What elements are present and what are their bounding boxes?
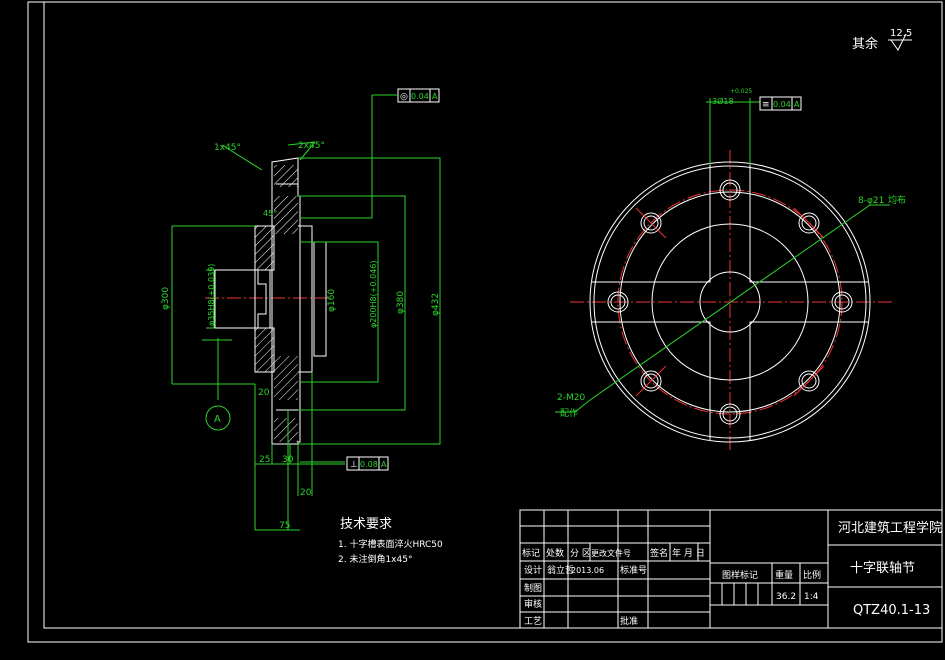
holes-top-label: 8-φ21 bbox=[858, 196, 884, 206]
hole-centerlines bbox=[635, 207, 825, 397]
section-view: A 1x45° 2x45° 45° φ300 φ35H8(+0.039) φ16… bbox=[161, 88, 441, 531]
fcf-top-tol: 0.04 bbox=[411, 92, 429, 101]
designer-name: 翁立哲 bbox=[547, 564, 574, 576]
roughness-note: 其余 12.5 bbox=[852, 28, 912, 52]
header-change-doc: 更改文件号 bbox=[591, 548, 631, 558]
drafting-label: 制图 bbox=[524, 582, 542, 594]
header-count: 处数 bbox=[546, 547, 564, 559]
holes-bottom-note: 配作 bbox=[560, 407, 578, 419]
hatch-upper bbox=[274, 196, 298, 234]
dim-75-label: 75 bbox=[279, 521, 290, 531]
scale-value: 1:4 bbox=[804, 592, 819, 602]
header-date: 年 月 日 bbox=[672, 547, 705, 559]
concentricity-icon: ◎ bbox=[400, 92, 408, 102]
front-leaders bbox=[555, 98, 890, 413]
school-name: 河北建筑工程学院 bbox=[838, 520, 942, 536]
keyway bbox=[257, 270, 267, 328]
tech-req-item-2: 2. 未注倒角1x45° bbox=[338, 553, 412, 565]
fcf-bottom-datum: A bbox=[381, 460, 387, 469]
title-block bbox=[519, 509, 943, 629]
fcf-top-datum: A bbox=[432, 92, 438, 101]
dim-pcd-label: φ380 bbox=[396, 291, 406, 314]
dim-30-label: 30 bbox=[282, 455, 294, 465]
perpendicularity-icon: ⊥ bbox=[350, 460, 358, 470]
fcf-bottom-tol: 0.08 bbox=[360, 460, 378, 469]
fcf-front: ≡ 0.04 A bbox=[759, 96, 802, 111]
header-mark: 标记 bbox=[522, 547, 540, 559]
chamfer-right-label: 2x45° bbox=[298, 141, 325, 151]
fcf-front-tol: 0.04 bbox=[773, 100, 791, 109]
tech-req-item-1: 1. 十字槽表面淬火HRC50 bbox=[338, 538, 443, 550]
holes-top-note: 均布 bbox=[888, 194, 906, 206]
inner-circle bbox=[651, 223, 809, 381]
hatch-top bbox=[274, 165, 298, 187]
process-label: 工艺 bbox=[524, 616, 542, 627]
bore bbox=[214, 269, 271, 329]
hub-outline bbox=[254, 225, 313, 373]
roughness-label: 其余 bbox=[852, 36, 878, 52]
dim-outer-label: φ432 bbox=[431, 293, 441, 316]
tech-req-title: 技术要求 bbox=[340, 517, 392, 532]
dim-20a-label: 20 bbox=[258, 388, 270, 398]
datum-label: A bbox=[214, 414, 221, 425]
dim-300-label: φ300 bbox=[161, 287, 171, 310]
fcf-top: ◎ 0.04 A bbox=[372, 88, 440, 103]
dim-25-label: 25 bbox=[259, 455, 270, 465]
header-zone: 分 区 bbox=[570, 548, 591, 559]
inner-frame bbox=[43, 1, 943, 629]
design-label: 设计 bbox=[524, 564, 542, 576]
hub-bottom bbox=[254, 327, 275, 373]
angle-label: 45° bbox=[263, 209, 277, 218]
fcf-bottom: ⊥ 0.08 A bbox=[346, 456, 389, 471]
symmetry-icon: ≡ bbox=[762, 100, 770, 110]
cross-slot bbox=[592, 165, 868, 440]
outer-circle bbox=[589, 161, 871, 443]
standard-label: 标准号 bbox=[620, 564, 647, 576]
stage-label: 图样标记 bbox=[722, 569, 758, 581]
hatch-lower bbox=[274, 356, 298, 400]
hub-top bbox=[254, 225, 275, 271]
dim-shaft-label: φ35H8(+0.039) bbox=[207, 264, 216, 326]
pitch-circle bbox=[617, 189, 843, 415]
review-label: 审核 bbox=[524, 598, 542, 610]
dim-20b-label: 20 bbox=[300, 488, 312, 498]
outer-chamfer-circle bbox=[593, 165, 867, 439]
dim-hole-label: 3Ø18 bbox=[712, 96, 734, 106]
scale-label: 比例 bbox=[803, 569, 821, 581]
approve-label: 批准 bbox=[620, 615, 638, 627]
drawing-number: QTZ40.1-13 bbox=[853, 603, 930, 618]
roughness-value: 12.5 bbox=[890, 28, 912, 39]
spigot bbox=[313, 241, 327, 357]
hatch-bottom bbox=[274, 418, 298, 442]
dim-hole-tol-label: +0.025 bbox=[730, 88, 752, 95]
bolt-holes bbox=[607, 179, 853, 425]
fcf-front-datum: A bbox=[794, 100, 800, 109]
design-date: 2013.06 bbox=[571, 566, 604, 575]
title-block-text: 河北建筑工程学院 十字联轴节 QTZ40.1-13 标记 处数 分 区 更改文件… bbox=[522, 520, 942, 627]
dim-spigot-label: φ160 bbox=[327, 289, 337, 312]
bore-circle bbox=[699, 271, 761, 333]
roughness-symbol-icon bbox=[888, 33, 912, 51]
middle-circle bbox=[619, 191, 841, 413]
dim-bolt-circle-label: φ200H8(+0.046) bbox=[369, 261, 378, 329]
holes-bottom-label: 2-M20 bbox=[557, 393, 585, 403]
section-dimension-lines bbox=[171, 95, 441, 530]
part-name: 十字联轴节 bbox=[850, 561, 915, 576]
chamfer-left-label: 1x45° bbox=[214, 143, 241, 153]
weight-label: 重量 bbox=[775, 569, 793, 581]
front-view: 3Ø18 +0.025 ≡ 0.04 A 8-φ21 均布 2-M20 配作 bbox=[555, 88, 906, 450]
tech-requirements: 技术要求 1. 十字槽表面淬火HRC50 2. 未注倒角1x45° bbox=[338, 517, 443, 565]
header-sign: 签名 bbox=[650, 547, 668, 559]
datum-circle bbox=[205, 405, 231, 431]
weight-value: 36.2 bbox=[776, 592, 796, 602]
